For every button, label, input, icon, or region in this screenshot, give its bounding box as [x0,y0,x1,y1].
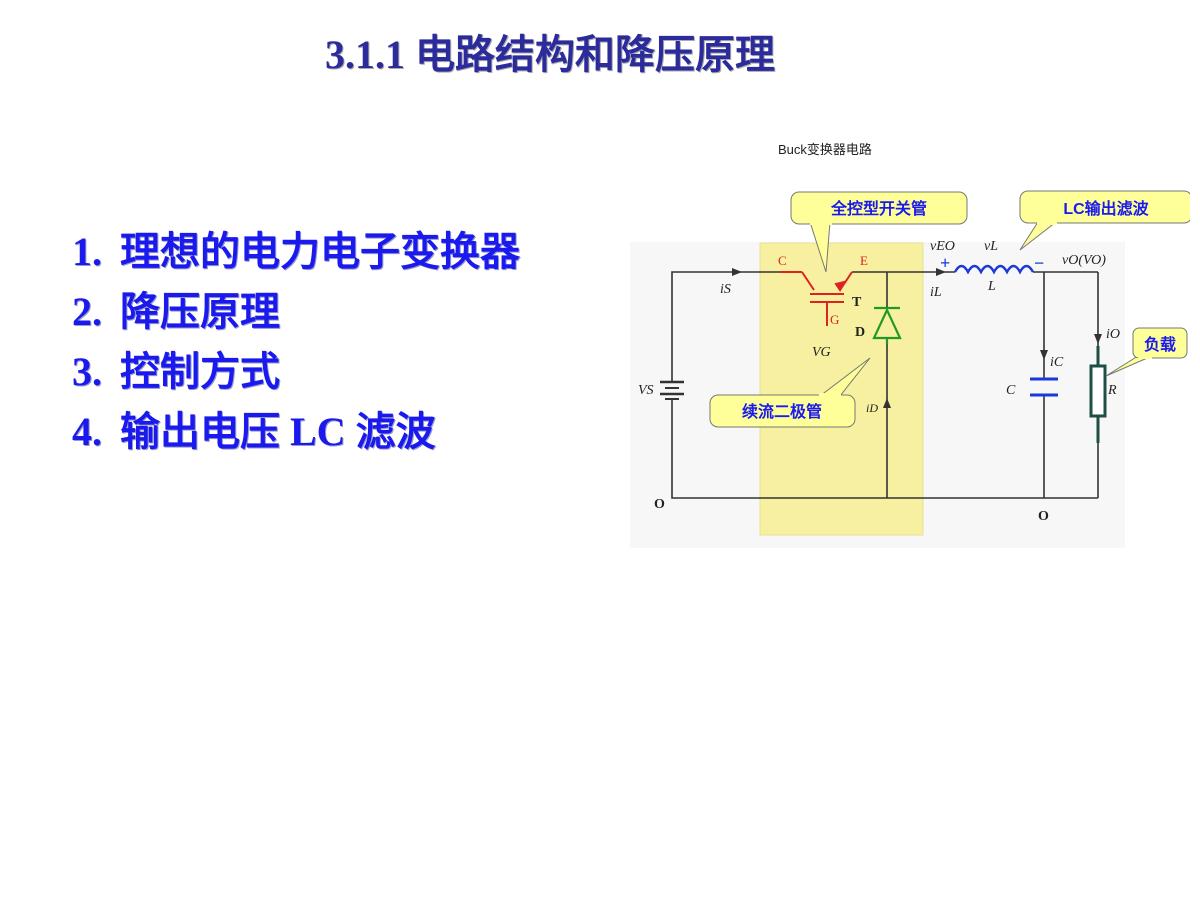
ic-arrow-icon [1040,350,1048,360]
diagram-caption: Buck变换器电路 [778,142,872,157]
emitter-label: E [860,253,868,268]
list-item-number: 2. [72,289,102,334]
current-arrows [732,268,1102,408]
list-item-text: 降压原理 [120,289,280,334]
capacitor-icon [1030,377,1058,397]
vg-label: VG [812,345,831,360]
node-o-right: O [1038,509,1049,524]
diode-label: D [855,325,865,340]
slide-title-text: 3.1.1 电路结构和降压原理 [325,32,775,77]
veo-label: vEO [930,239,955,254]
list-item: 3. 控制方式 [72,342,572,402]
callout-diode-text: 续流二极管 [742,402,822,421]
callout-switch-text: 全控型开关管 [830,199,927,218]
battery-icon [660,380,684,400]
buck-converter-diagram: Buck变换器电路 [630,138,1193,558]
callout-lc: LC输出滤波 [1019,190,1193,251]
capacitor-label: C [1006,383,1016,398]
vo-label: vO(VO) [1062,253,1106,268]
callout-load: 负载 [1105,327,1188,377]
id-label: iD [866,401,878,415]
list-item-text: 控制方式 [120,349,280,394]
diode-icon [872,306,902,344]
gate-label: G [830,312,839,327]
list-item: 2. 降压原理 [72,282,572,342]
minus-sign: − [1034,253,1044,273]
plus-sign: + [940,253,950,273]
list-item: 4. 输出电压 LC 滤波 [72,402,572,462]
il-label: iL [930,285,942,300]
topic-list: 1. 理想的电力电子变换器 2. 降压原理 3. 控制方式 4. 输出电压 LC… [72,222,572,462]
list-item-number: 3. [72,349,102,394]
vl-label: vL [984,239,998,254]
id-arrow-icon [883,398,891,408]
list-item-text: 输出电压 LC 滤波 [120,409,436,454]
list-item-number: 4. [72,409,102,454]
node-o-left: O [654,497,665,512]
collector-label: C [778,253,787,268]
vs-label: VS [638,383,654,398]
is-label: iS [720,282,731,297]
list-item: 1. 理想的电力电子变换器 [72,222,572,282]
callout-switch: 全控型开关管 [790,191,968,273]
resistor-label: R [1107,383,1117,398]
callout-load-text: 负载 [1144,335,1176,354]
io-label: iO [1106,327,1120,342]
slide-title: 3.1.1 电路结构和降压原理 [0,22,1200,80]
callout-lc-text: LC输出滤波 [1063,199,1149,218]
io-arrow-icon [1094,334,1102,344]
inductor-label: L [987,279,996,294]
il-arrow-icon [936,268,946,276]
callout-diode: 续流二极管 [709,357,871,428]
is-arrow-icon [732,268,742,276]
list-item-text: 理想的电力电子变换器 [120,229,520,274]
igbt-icon [780,271,853,326]
list-item-number: 1. [72,229,102,274]
transistor-label: T [852,295,862,310]
resistor-icon [1089,346,1107,443]
inductor-icon [953,264,1035,275]
ic-label: iC [1050,355,1064,370]
